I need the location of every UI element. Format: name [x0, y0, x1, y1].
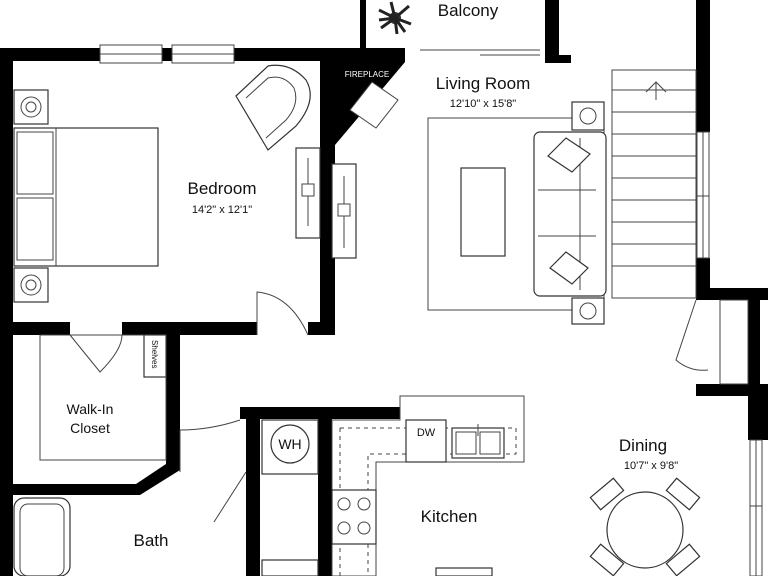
fireplace [349, 81, 399, 129]
armchair [235, 64, 311, 151]
shelves-label: Shelves [150, 340, 159, 368]
wall-fireplace [320, 48, 405, 330]
balcony-label: Balcony [438, 1, 499, 20]
toilet-tank [261, 559, 319, 576]
dishwasher [405, 419, 447, 463]
dining-chair [665, 543, 701, 576]
water-heater [270, 424, 310, 464]
end-table-bottom [571, 297, 605, 325]
stove [331, 489, 377, 545]
wall-top-bedroom [0, 48, 340, 61]
dishwasher-label: DW [417, 427, 436, 439]
hall-door [213, 471, 247, 523]
kitchen-sink [451, 424, 505, 459]
stairs [611, 69, 697, 299]
wall-top-living [545, 55, 571, 63]
bed [13, 127, 159, 267]
walk-in-closet-label-line1: Walk-In [67, 401, 114, 417]
nightstand-bottom [13, 267, 49, 303]
wall-kitchen-left [318, 407, 332, 576]
bedroom-door [256, 291, 309, 336]
sofa [533, 131, 607, 297]
living-room-dimensions: 12'10" x 15'8" [450, 98, 517, 110]
bedroom-dimensions: 14'2" x 12'1" [192, 204, 252, 216]
dining-chair [589, 543, 625, 576]
dining-table [589, 477, 701, 576]
closet-rod [39, 334, 167, 461]
bedroom-label: Bedroom [188, 179, 257, 198]
wall-left-outer [0, 48, 13, 576]
bath-label: Bath [134, 531, 169, 550]
wall-bedroom-bottom-right [308, 322, 335, 335]
end-table-top [571, 101, 605, 131]
wall-hall-wh-left [246, 407, 260, 576]
wall-dining-right [748, 396, 768, 440]
windows [99, 44, 763, 576]
wall-bedroom-bottom-mid [122, 322, 257, 335]
coat-closet-door [675, 299, 709, 371]
fridge [435, 567, 493, 576]
nightstand-top [13, 89, 49, 125]
water-heater-label: WH [278, 436, 301, 452]
coat-closet [719, 299, 749, 385]
living-room-label: Living Room [436, 74, 531, 93]
stairs-arrow-icon [645, 81, 667, 93]
fireplace-label: FIREPLACE [345, 70, 389, 79]
dresser [295, 147, 357, 259]
dining-dimensions: 10'7" x 9'8" [624, 460, 678, 472]
wall-balcony-right [545, 0, 559, 62]
dining-chair [665, 477, 701, 511]
wall-closet-right-bottom [696, 384, 768, 396]
wall-bedroom-bottom-left [0, 322, 70, 335]
dining-label: Dining [619, 436, 667, 455]
wall-closet [13, 335, 180, 495]
bathtub [13, 497, 71, 576]
plant-icon [378, 1, 412, 35]
wall-right-upper [696, 0, 710, 132]
closet-door [69, 334, 123, 373]
wall-balcony-left [360, 0, 366, 48]
bath-door [179, 419, 241, 472]
dining-chair [589, 477, 625, 511]
walk-in-closet-label-line2: Closet [70, 420, 110, 436]
coffee-table [460, 167, 506, 257]
wall-hall-left [166, 335, 180, 415]
kitchen-label: Kitchen [421, 507, 478, 526]
